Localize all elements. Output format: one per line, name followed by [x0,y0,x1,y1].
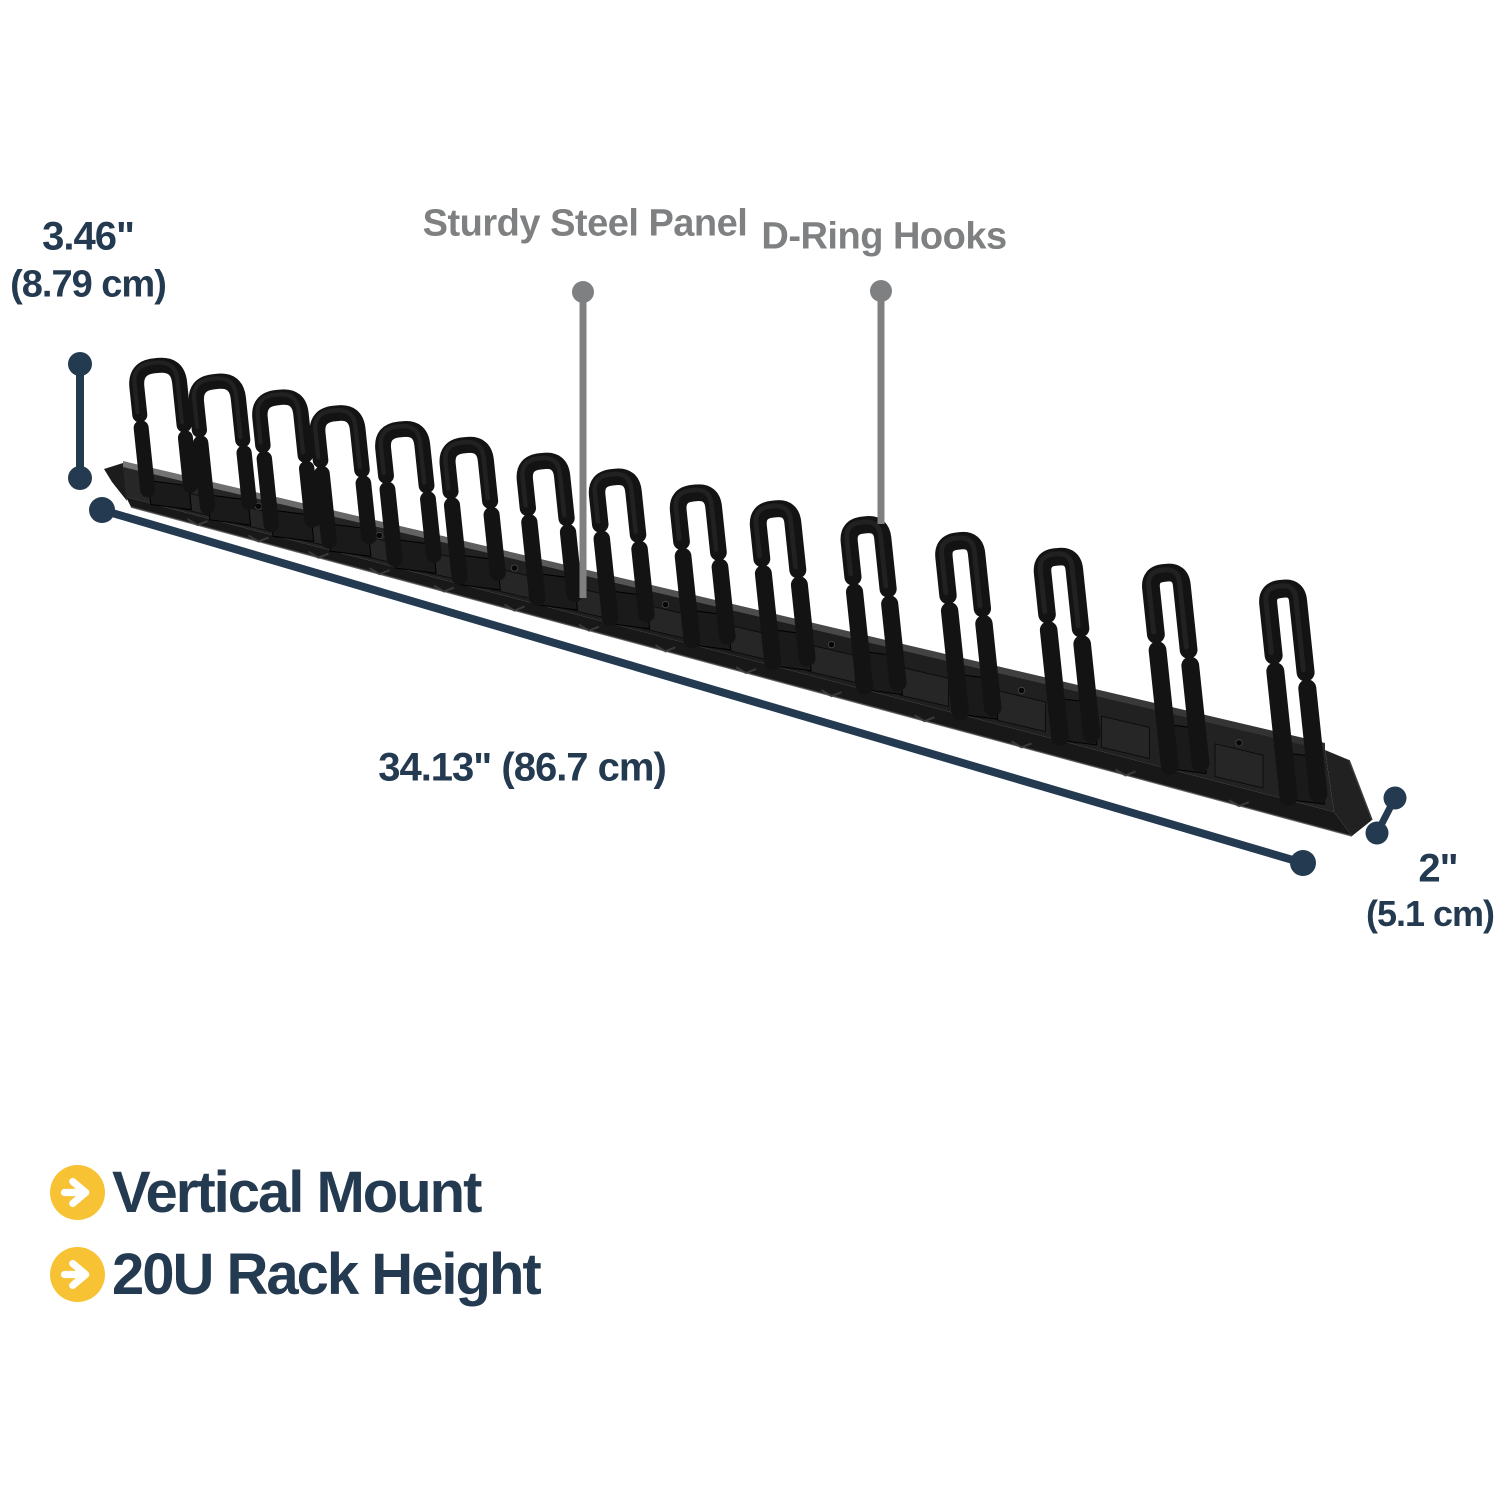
feature-rack-height: 20U Rack Height [50,1241,542,1307]
d-ring-hook [669,484,736,651]
depth-dimension-metric: (5.1 cm) [1365,893,1495,934]
feature-vertical-mount: Vertical Mount [50,1159,482,1225]
d-ring-leader [870,280,892,524]
d-ring-hook [1033,547,1101,747]
d-ring-hook [516,452,583,611]
height-dimension-metric: (8.79 cm) [10,263,167,306]
length-dimension-line [89,497,1316,876]
feature-label: 20U Rack Height [112,1241,542,1307]
height-dimension-line [68,352,92,490]
product-image [104,357,1373,837]
arrow-bullet-icon [50,1246,105,1302]
d-ring-hook [129,357,198,511]
d-ring-hook [935,531,1002,721]
dimension-annotations [68,280,1407,876]
d-ring-hook [375,421,442,574]
d-ring-hook [309,405,377,557]
height-dimension-imperial: 3.46" [42,214,135,259]
d-ring-hook [840,516,907,695]
d-ring-hook [588,468,655,630]
d-ring-hook [188,373,257,526]
length-dimension-label: 34.13" (86.7 cm) [378,745,667,790]
d-ring-hook [252,389,320,543]
feature-label: Vertical Mount [112,1159,482,1225]
arrow-bullet-icon [50,1164,105,1220]
steel-panel-callout-label: Sturdy Steel Panel [422,202,748,245]
depth-dimension-line [1365,786,1407,845]
d-ring-hook [749,500,816,672]
d-ring-hook [439,436,506,591]
d-ring-hook [1259,579,1328,806]
steel-panel-leader [572,281,594,598]
d-ring-hook [1142,563,1210,776]
d-ring-callout-label: D-Ring Hooks [761,215,1007,258]
depth-dimension-imperial: 2" [1418,846,1458,891]
